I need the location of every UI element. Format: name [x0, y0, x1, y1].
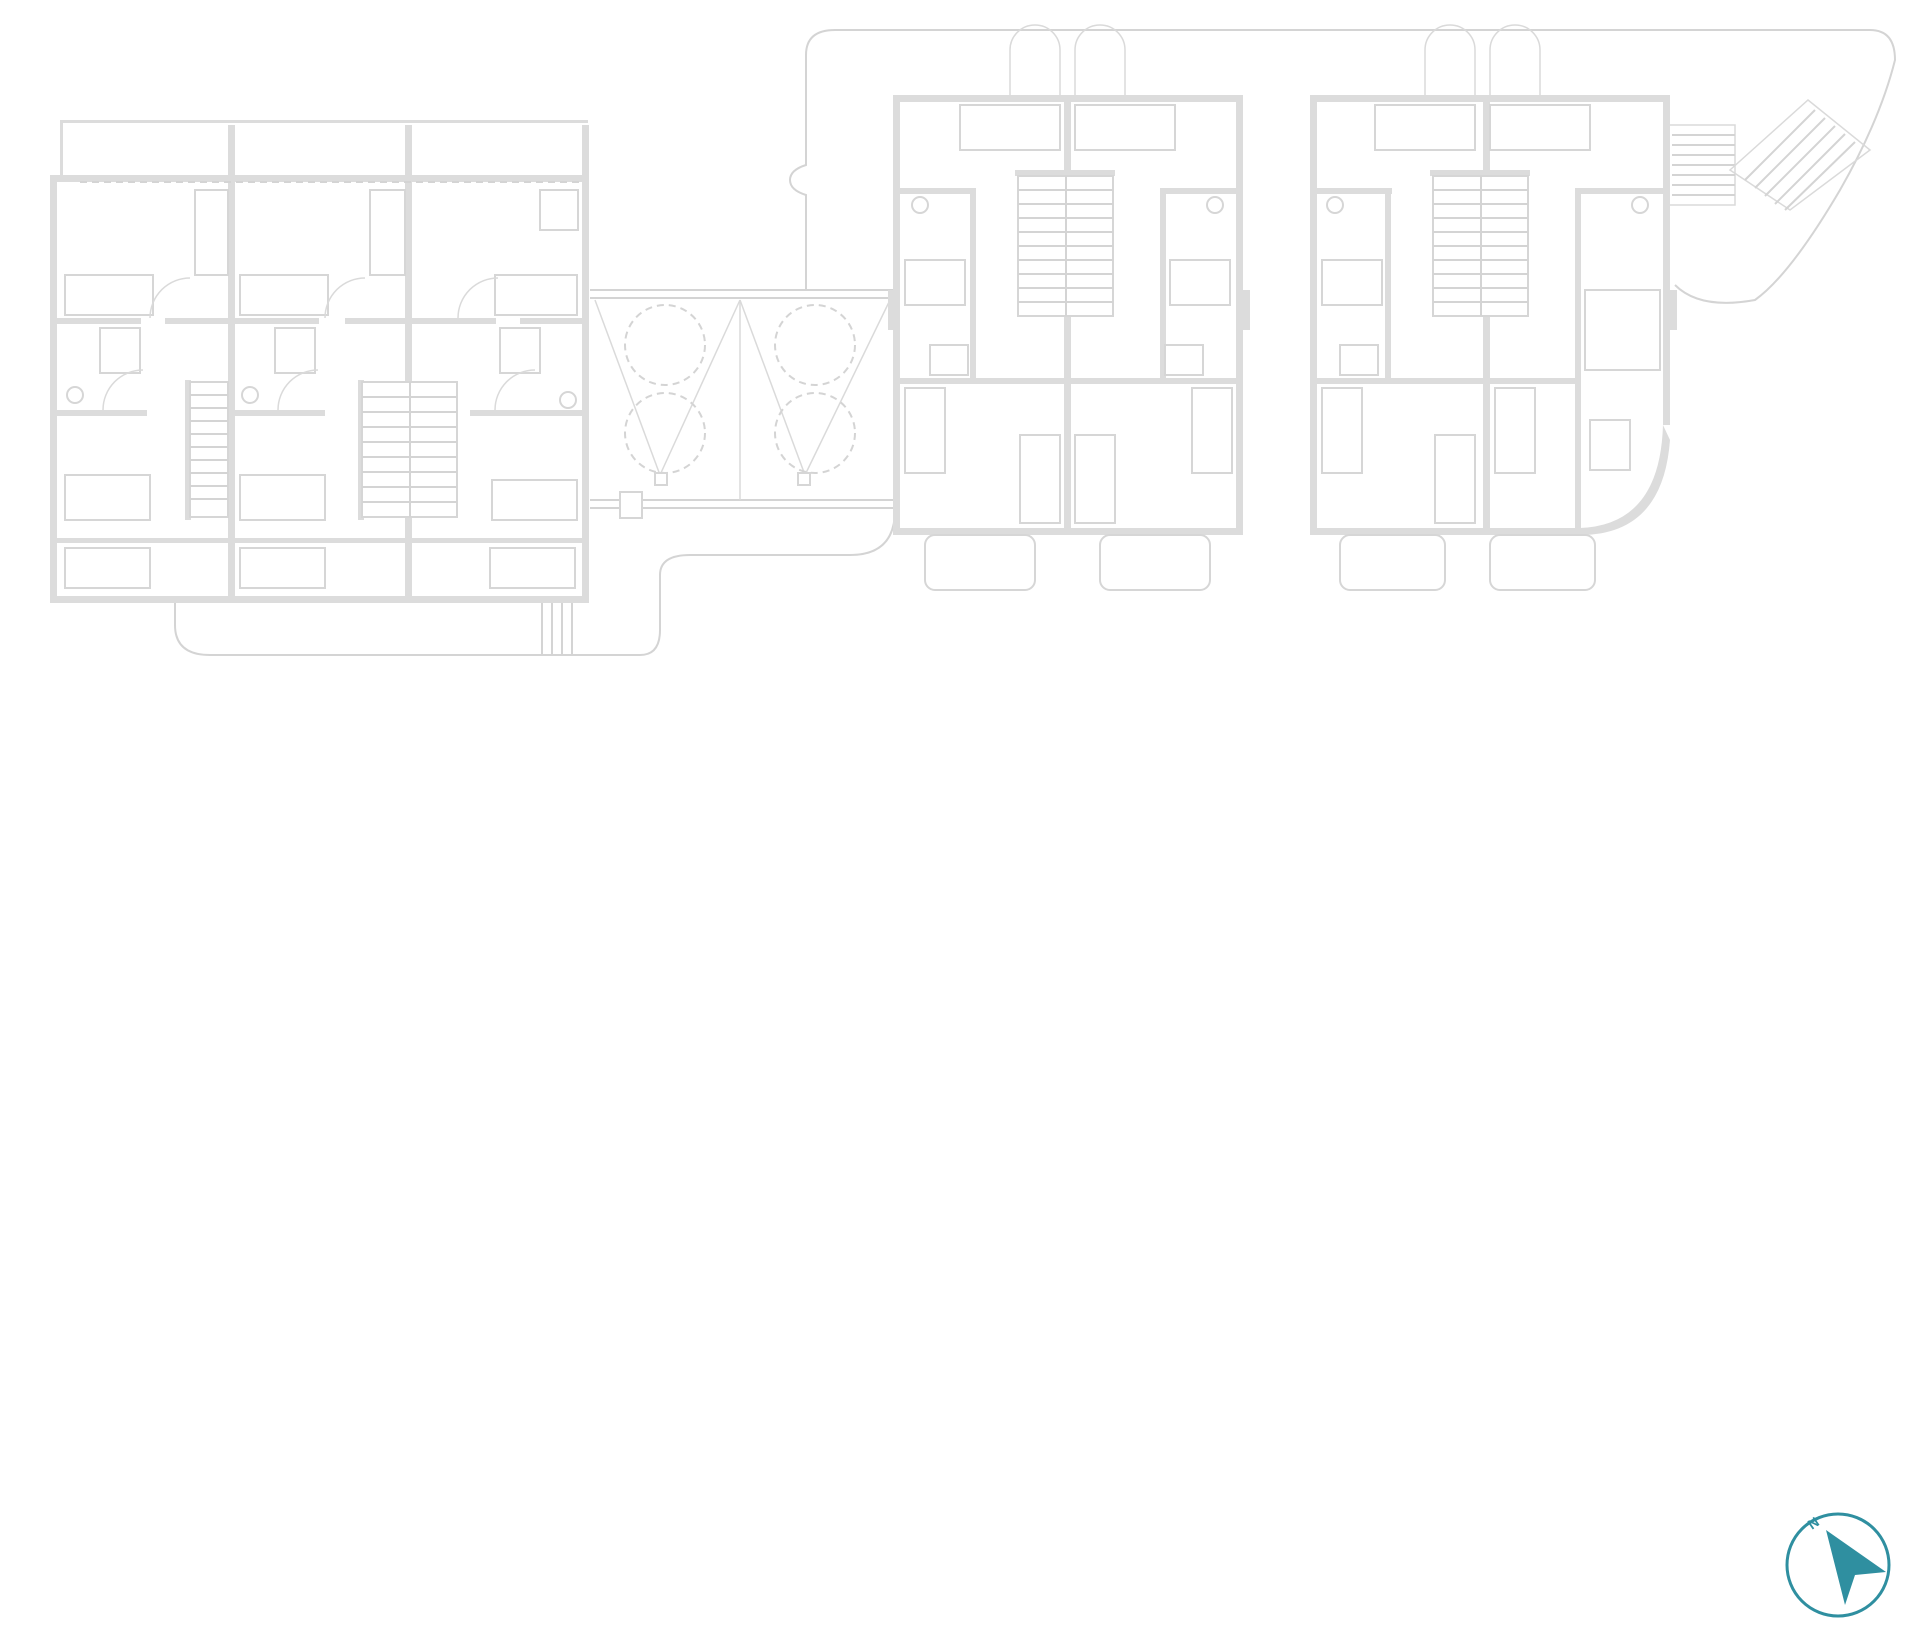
west-block	[50, 120, 589, 655]
west-stair-left	[189, 381, 229, 518]
tree-icon	[624, 304, 706, 386]
east-block	[1310, 24, 1872, 591]
tree-icon	[624, 392, 706, 474]
north-arrow-icon	[1826, 1530, 1886, 1605]
compass-circle	[1785, 1512, 1891, 1618]
east-stair	[1432, 175, 1529, 317]
tree-icon	[774, 392, 856, 474]
middle-block	[888, 24, 1250, 591]
east-exterior-stair	[1670, 99, 1872, 211]
west-stair-center	[361, 381, 458, 518]
site-outline	[174, 29, 1897, 656]
tree-icon	[774, 304, 856, 386]
north-arrow-compass: N	[1785, 1512, 1891, 1618]
middle-stair	[1017, 175, 1114, 317]
courtyard	[594, 299, 891, 519]
